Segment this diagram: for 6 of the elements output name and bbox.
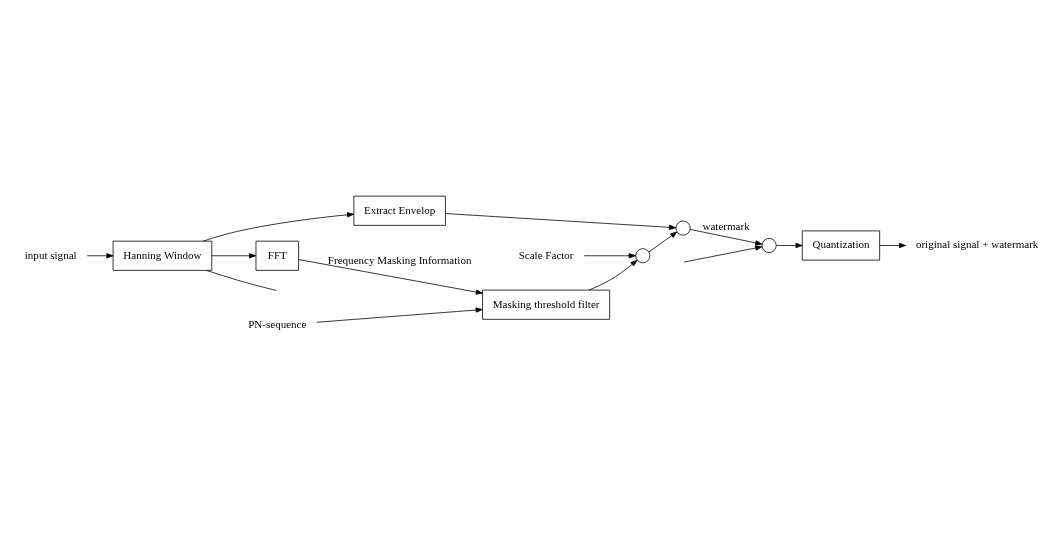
edge-label: Frequency Masking Information [327, 253, 472, 266]
node-text: PN-sequence [248, 317, 307, 330]
node-text: input signal [24, 248, 77, 261]
node-text: Scale Factor [518, 248, 574, 261]
node-text: original signal + watermark [915, 237, 1039, 250]
edge-label: watermark [702, 219, 750, 232]
